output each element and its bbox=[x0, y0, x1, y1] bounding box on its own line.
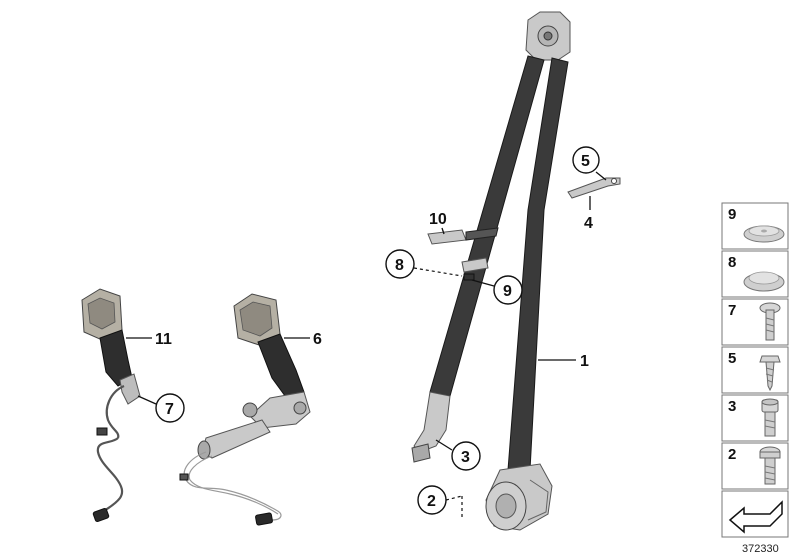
seat-belt-assembly bbox=[411, 11, 571, 531]
torx-screw-icon bbox=[759, 302, 781, 341]
callout-8: 8 bbox=[395, 257, 404, 274]
legend-item-5: 5 bbox=[728, 350, 736, 367]
callout-3-circle bbox=[451, 441, 481, 471]
legend-item-9: 9 bbox=[728, 206, 736, 223]
callout-11: 11 bbox=[155, 331, 172, 348]
callout-9-circle bbox=[493, 275, 523, 305]
callout-5-circle bbox=[572, 146, 600, 174]
seat-belt-buckle-11 bbox=[81, 288, 141, 523]
callout-6: 6 bbox=[313, 331, 322, 348]
callout-9: 9 bbox=[503, 283, 512, 300]
callout-2-circle bbox=[417, 485, 447, 515]
hex-socket-bolt-icon bbox=[761, 398, 779, 437]
callout-4: 4 bbox=[584, 215, 593, 232]
legend-item-8: 8 bbox=[728, 254, 736, 271]
tapping-screw-icon bbox=[759, 355, 781, 392]
callout-7-circle bbox=[155, 393, 185, 423]
callout-8-circle bbox=[385, 249, 415, 279]
torx-bolt-icon bbox=[759, 446, 781, 485]
cap-dome-icon bbox=[743, 271, 785, 292]
legend-item-2: 2 bbox=[728, 446, 736, 463]
cap-dome-icon bbox=[743, 225, 785, 243]
direction-arrow-icon bbox=[728, 500, 783, 534]
reference-number: 372330 bbox=[742, 543, 779, 555]
legend-item-3: 3 bbox=[728, 398, 736, 415]
callout-2: 2 bbox=[427, 493, 436, 510]
callout-3: 3 bbox=[461, 449, 470, 466]
guide-bracket bbox=[567, 177, 621, 199]
callout-1: 1 bbox=[580, 353, 589, 370]
callout-10: 10 bbox=[429, 211, 447, 228]
parts-legend: 9 8 7 5 bbox=[721, 202, 789, 538]
callout-7: 7 bbox=[165, 401, 174, 418]
seat-belt-buckle-6 bbox=[179, 293, 311, 526]
legend-item-7: 7 bbox=[728, 302, 736, 319]
callout-5: 5 bbox=[581, 153, 590, 170]
